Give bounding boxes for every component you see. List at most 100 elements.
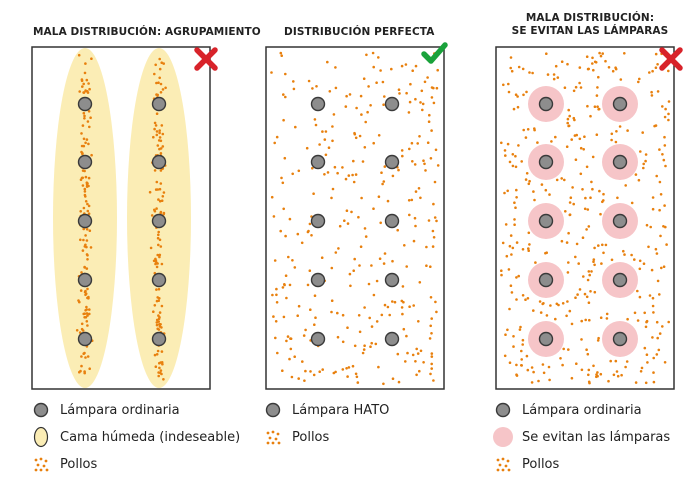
chicken bbox=[500, 269, 503, 273]
chicken bbox=[593, 105, 597, 108]
legend-label: Pollos bbox=[522, 456, 560, 472]
chicken bbox=[401, 285, 405, 288]
chicken bbox=[81, 249, 85, 252]
chicken bbox=[430, 86, 434, 89]
chicken bbox=[381, 182, 384, 186]
chicken bbox=[369, 345, 372, 349]
chicken bbox=[88, 312, 91, 316]
chicken bbox=[273, 141, 277, 145]
chicken bbox=[562, 347, 565, 351]
chicken bbox=[343, 219, 346, 222]
chicken bbox=[281, 286, 285, 289]
chicken bbox=[566, 300, 569, 303]
chicken bbox=[633, 258, 636, 261]
chicken bbox=[644, 325, 648, 329]
chicken bbox=[149, 246, 153, 250]
chicken bbox=[85, 183, 89, 186]
chicken bbox=[656, 90, 660, 93]
chicken bbox=[538, 300, 542, 303]
chicken bbox=[404, 63, 408, 66]
chicken bbox=[296, 232, 300, 236]
chicken bbox=[285, 339, 288, 343]
lamp bbox=[310, 272, 326, 288]
chicken bbox=[157, 233, 160, 237]
lamp bbox=[538, 96, 554, 112]
chicken bbox=[578, 288, 582, 291]
chicken bbox=[157, 198, 160, 201]
chicken bbox=[313, 118, 317, 121]
chicken bbox=[370, 264, 373, 267]
chicken bbox=[592, 364, 595, 368]
chicken bbox=[87, 176, 91, 180]
chicken bbox=[650, 268, 654, 272]
chicken bbox=[318, 370, 322, 374]
chicken bbox=[370, 341, 374, 345]
chicken bbox=[542, 371, 546, 375]
chicken bbox=[587, 301, 591, 305]
chicken bbox=[545, 314, 549, 317]
chicken bbox=[162, 212, 165, 216]
chicken bbox=[592, 258, 596, 261]
chicken bbox=[405, 91, 408, 95]
chicken bbox=[638, 295, 642, 299]
chicken bbox=[274, 320, 278, 323]
chicken bbox=[164, 86, 167, 90]
chicken bbox=[509, 284, 513, 288]
chicken bbox=[279, 51, 283, 55]
chicken bbox=[426, 141, 430, 144]
chicken bbox=[583, 135, 586, 138]
chicken bbox=[369, 104, 372, 107]
chicken bbox=[159, 369, 163, 372]
chicken bbox=[527, 231, 531, 235]
chicken bbox=[541, 302, 544, 306]
chicken bbox=[86, 254, 89, 257]
chicken bbox=[90, 57, 93, 60]
chicken bbox=[648, 71, 651, 74]
chicken bbox=[361, 160, 365, 163]
chicken bbox=[654, 247, 658, 251]
chicken bbox=[587, 270, 591, 273]
chicken bbox=[544, 251, 547, 255]
chicken bbox=[86, 258, 89, 261]
chicken bbox=[345, 94, 348, 98]
chicken bbox=[390, 67, 393, 71]
chicken bbox=[330, 196, 333, 200]
chicken bbox=[157, 328, 161, 331]
chicken bbox=[328, 90, 332, 93]
chicken bbox=[521, 294, 525, 297]
chicken bbox=[601, 200, 604, 204]
chicken bbox=[586, 208, 590, 211]
chicken bbox=[275, 293, 278, 297]
chicken bbox=[326, 171, 330, 174]
chicken bbox=[362, 77, 366, 80]
chicken bbox=[148, 190, 152, 194]
chicken bbox=[554, 64, 558, 68]
chicken bbox=[86, 120, 90, 123]
chicken bbox=[572, 89, 576, 93]
chicken bbox=[519, 325, 522, 329]
chicken bbox=[402, 327, 406, 331]
chicken bbox=[667, 69, 670, 73]
chicken bbox=[623, 52, 626, 55]
chicken bbox=[433, 216, 437, 219]
chicken bbox=[568, 114, 571, 118]
chicken bbox=[297, 377, 301, 380]
chicken bbox=[351, 173, 354, 177]
chicken bbox=[639, 370, 643, 373]
chicken bbox=[155, 323, 159, 327]
chicken bbox=[159, 82, 163, 86]
chicken bbox=[153, 353, 157, 357]
chicken bbox=[500, 273, 503, 277]
legend-clustering-lamp: Lámpara ordinaria bbox=[30, 399, 180, 421]
chicken bbox=[544, 188, 548, 192]
chicken bbox=[377, 56, 380, 59]
chicken bbox=[391, 259, 394, 263]
chicken bbox=[505, 254, 509, 258]
chicken bbox=[599, 316, 603, 320]
chicken bbox=[323, 138, 327, 141]
chicken bbox=[561, 302, 565, 305]
chicken bbox=[85, 239, 89, 242]
chicken bbox=[634, 173, 638, 176]
chicken bbox=[84, 62, 87, 65]
chicken bbox=[521, 338, 525, 342]
